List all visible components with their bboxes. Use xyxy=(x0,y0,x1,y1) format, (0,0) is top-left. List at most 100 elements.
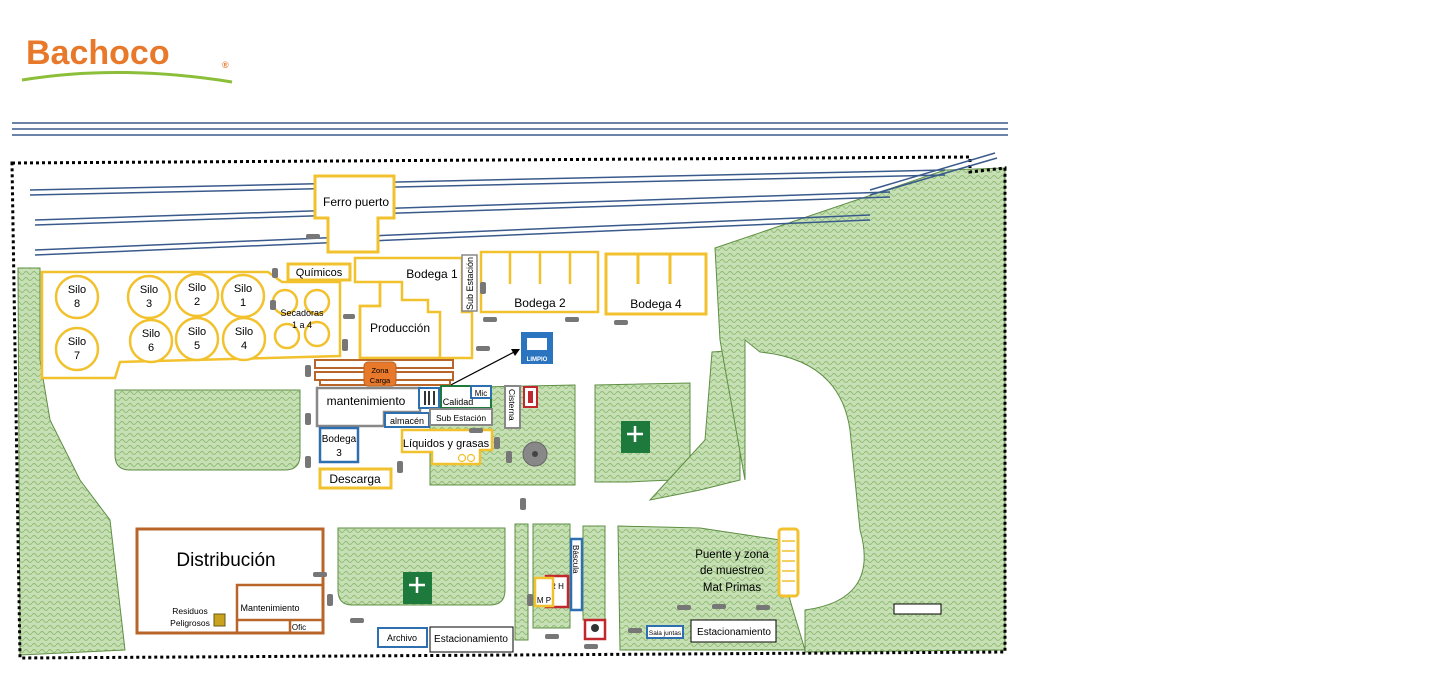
mp-area xyxy=(533,576,555,608)
bascula-label: Báscula xyxy=(571,545,580,574)
silo-number: 5 xyxy=(194,340,200,352)
silo-label: Silo xyxy=(188,326,206,338)
silo-number: 2 xyxy=(194,296,200,308)
puente-label-2: de muestreo xyxy=(700,565,764,577)
sub-estacion-south xyxy=(429,408,493,426)
silo-number: 8 xyxy=(74,298,80,310)
bodega1-label: Bodega 1 xyxy=(406,267,458,281)
calidad-label: Calidad xyxy=(443,397,474,407)
residuos-label: Residuos xyxy=(172,606,207,616)
silo-number: 1 xyxy=(240,297,246,309)
bodega3-area xyxy=(318,426,360,464)
estacionamiento-west xyxy=(429,626,514,653)
silo-3 xyxy=(126,274,172,320)
logo-text: Bachoco xyxy=(26,34,170,72)
green-area-strip-3 xyxy=(582,525,606,621)
silos xyxy=(54,272,331,372)
cisterna-area xyxy=(504,385,521,429)
water-tank-center xyxy=(532,451,538,457)
pedestrian-route-marks xyxy=(270,234,770,649)
silo-label: Silo xyxy=(188,282,206,294)
secadora-3 xyxy=(273,322,301,350)
puente-label-3: Mat Primas xyxy=(703,582,761,594)
silo-label: Silo xyxy=(140,284,158,296)
quimicos-area xyxy=(286,262,352,282)
arrow-to-limpio-sign xyxy=(444,349,519,389)
distribucion-area xyxy=(135,527,325,635)
logo-swoosh xyxy=(21,70,233,84)
silo-label: Silo xyxy=(68,336,86,348)
ferro-puerto-area xyxy=(313,174,396,254)
bascula-area xyxy=(569,537,584,612)
logo-registered-mark: ® xyxy=(222,60,229,70)
green-area-west-block xyxy=(114,389,301,471)
green-area-parking-island xyxy=(337,527,506,606)
silo-4 xyxy=(221,316,267,362)
produccion-area xyxy=(358,280,442,360)
mantenimiento-label: mantenimiento xyxy=(327,394,406,408)
zona-carga-label: Zona xyxy=(371,366,389,375)
descarga-label: Descarga xyxy=(329,472,381,486)
zona-carga-box xyxy=(363,361,397,387)
fork-knife-icon xyxy=(424,391,435,405)
bachoco-logo: Bachoco ® xyxy=(21,34,233,84)
outer-rail-lines xyxy=(12,122,1008,136)
ofic-label: Ofic xyxy=(292,623,306,632)
secadoras-label: Secadoras xyxy=(280,308,324,318)
site-perimeter xyxy=(10,155,1007,660)
green-area-left-strip xyxy=(17,267,126,656)
bodega4-label: Bodega 4 xyxy=(630,297,682,311)
hazard-icon xyxy=(213,613,226,627)
silo-number: 7 xyxy=(74,350,80,362)
bodega2-area xyxy=(479,250,600,314)
sub-estacion-north xyxy=(461,254,478,312)
silo-label: Silo xyxy=(142,328,160,340)
ferro-puerto-label: Ferro puerto xyxy=(323,195,389,209)
bodega4-area xyxy=(604,252,708,316)
mp-label: M P xyxy=(537,596,551,605)
zona-carga-label-2: Carga xyxy=(370,376,391,385)
gate-barrier xyxy=(893,603,942,615)
estacionamiento-east xyxy=(690,619,777,643)
sala-juntas-area xyxy=(646,625,684,639)
cisterna-label: Cisterna xyxy=(507,389,517,421)
residuos-label-2: Peligrosos xyxy=(170,618,210,628)
archivo-label: Archivo xyxy=(387,633,417,643)
silo-7 xyxy=(54,326,100,372)
mic-area xyxy=(470,385,492,399)
bodega3-label: Bodega xyxy=(322,434,357,445)
estacionamiento-east-label: Estacionamiento xyxy=(697,627,771,638)
silo-label: Silo xyxy=(68,284,86,296)
sub-estacion-north-label: Sub Estación xyxy=(465,257,475,310)
secadora-2 xyxy=(303,288,331,316)
liquidos-grasas-label: Líquidos y grasas xyxy=(403,438,490,450)
produccion-label: Producción xyxy=(370,321,430,335)
mantenimiento-distribucion-label: Mantenimiento xyxy=(240,603,299,613)
guard-icon xyxy=(591,624,599,632)
silo-number: 4 xyxy=(241,340,247,352)
puente-label: Puente y zona xyxy=(695,549,769,561)
silo-1 xyxy=(220,273,266,319)
green-area-strip-1 xyxy=(514,523,529,641)
silo-2 xyxy=(174,272,220,318)
silo-5 xyxy=(174,316,220,362)
emergency-exit-sign-east xyxy=(621,421,650,453)
estacionamiento-west-label: Estacionamiento xyxy=(434,634,508,645)
sub-estacion-south-label: Sub Estación xyxy=(436,413,486,423)
descarga-area xyxy=(318,467,393,490)
silo-number: 3 xyxy=(146,298,152,310)
bascula-puente-area xyxy=(777,527,800,598)
rh-label: R H xyxy=(550,582,564,591)
distribucion-label: Distribución xyxy=(176,550,275,571)
limpio-sign-text: LIMPIO xyxy=(527,357,548,363)
bodega3-label-2: 3 xyxy=(336,448,342,459)
archivo-area xyxy=(377,627,428,648)
fire-extinguisher-icon xyxy=(528,391,533,403)
green-area-east-big xyxy=(714,167,1006,653)
silo-8 xyxy=(54,274,100,320)
green-area-southeast xyxy=(617,525,806,651)
inner-rail-lines xyxy=(29,152,998,256)
arrow-head xyxy=(511,349,520,356)
bodega2-label: Bodega 2 xyxy=(514,296,566,310)
